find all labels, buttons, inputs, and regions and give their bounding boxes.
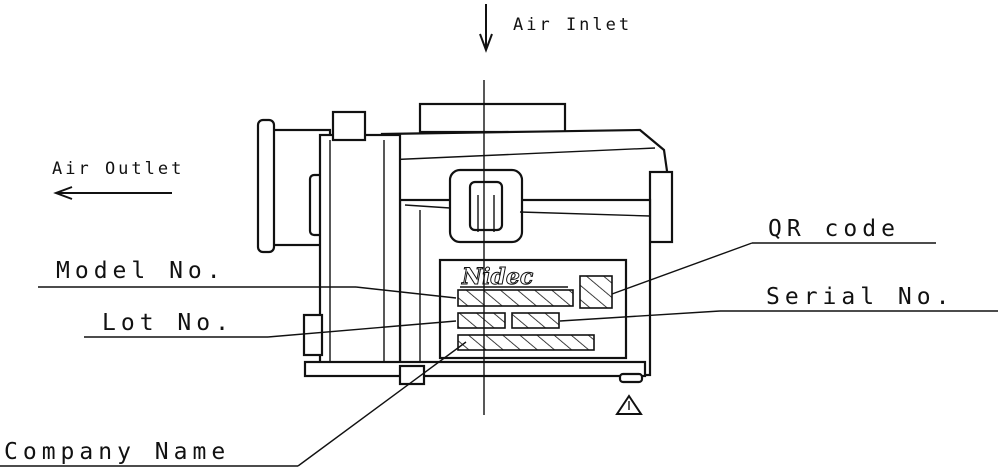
- side-lug: [302, 313, 324, 357]
- model-no-label: Model No.: [56, 258, 226, 284]
- top-boss: [418, 102, 567, 134]
- upper-housing: [380, 128, 670, 207]
- warning-triangle-icon: [615, 394, 643, 415]
- company-name-field: [457, 334, 595, 351]
- qr-code-field: [579, 275, 613, 309]
- air-inlet-label: Air Inlet: [513, 15, 632, 35]
- model-no-field: [457, 289, 574, 307]
- right-cap: [648, 170, 674, 244]
- base-plate: [303, 360, 647, 378]
- side-clip: [331, 110, 367, 142]
- serial-no-field: [511, 312, 560, 329]
- arrow-down-icon: [479, 4, 493, 53]
- outlet-flange: [256, 118, 276, 254]
- air-outlet-label: Air Outlet: [52, 159, 184, 179]
- callout-serial-no: Serial No.: [559, 284, 998, 322]
- qr-code-label: QR code: [768, 216, 900, 242]
- latch-inner: [468, 180, 504, 232]
- lot-no-label: Lot No.: [102, 310, 234, 336]
- callout-lot-no: Lot No.: [84, 310, 457, 338]
- side-column: [318, 133, 402, 367]
- air-outlet-indicator: Air Outlet: [52, 159, 184, 200]
- lot-no-field: [457, 312, 506, 329]
- foot: [618, 372, 644, 384]
- brand-logo: Nidec: [461, 264, 534, 290]
- callout-model-no: Model No.: [38, 258, 457, 299]
- nameplate: Nidec: [438, 258, 628, 360]
- callout-company-name: Company Name: [0, 341, 467, 467]
- serial-no-label: Serial No.: [766, 284, 954, 310]
- company-name-label: Company Name: [4, 439, 230, 465]
- arrow-left-icon: [53, 186, 172, 200]
- callout-qr-code: QR code: [611, 216, 936, 295]
- air-inlet-indicator: Air Inlet: [479, 4, 632, 53]
- base-block: [398, 364, 426, 386]
